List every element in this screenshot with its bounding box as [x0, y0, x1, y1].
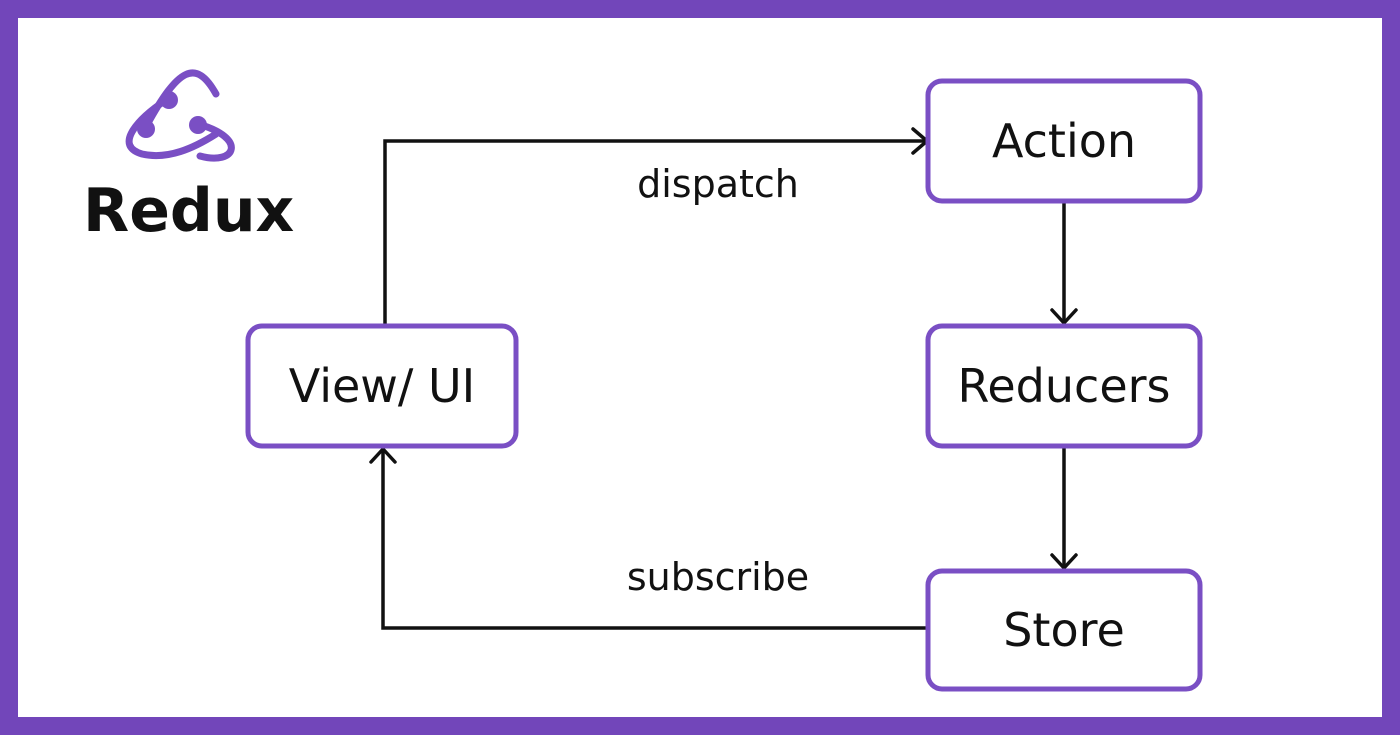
node-view-label: View/ UI: [289, 359, 476, 413]
node-store-label: Store: [1003, 603, 1125, 657]
node-action: Action: [925, 78, 1203, 204]
connectors: [369, 127, 1078, 630]
reducers-to-store-arrowhead: [1050, 553, 1078, 570]
redux-flow-diagram: Redux dispatch subscribe Action Red: [83, 69, 1203, 692]
action-to-reducers-arrowhead: [1050, 308, 1078, 325]
redux-logo-icon: [125, 69, 235, 162]
subscribe-label: subscribe: [627, 555, 809, 599]
node-reducers-label: Reducers: [957, 359, 1170, 413]
diagram-frame: Redux dispatch subscribe Action Red: [0, 0, 1400, 735]
brand-title: Redux: [83, 176, 294, 246]
node-action-label: Action: [992, 114, 1136, 168]
dispatch-connector: [383, 139, 926, 324]
subscribe-connector: [381, 449, 926, 630]
node-view: View/ UI: [245, 323, 519, 449]
node-store: Store: [925, 568, 1203, 692]
dispatch-label: dispatch: [637, 162, 799, 206]
subscribe-arrowhead: [369, 447, 397, 464]
node-reducers: Reducers: [925, 323, 1203, 449]
